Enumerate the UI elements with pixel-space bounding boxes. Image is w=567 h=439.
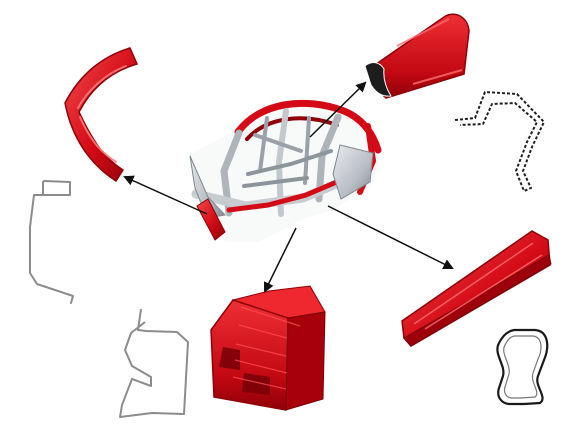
rear-crossmember-part	[364, 13, 470, 99]
crossmember-opening	[364, 62, 392, 97]
sill-profile-outer	[496, 328, 549, 406]
frame-window-cross-2	[242, 149, 333, 188]
arrow-to-side-sill-rail	[327, 205, 454, 269]
arrow-to-bottom-block-part	[263, 227, 297, 293]
arrows	[123, 81, 454, 293]
arrow-to-upper-right-part	[309, 81, 367, 138]
sill-rail-lower	[403, 254, 552, 347]
sill-rail-highlights	[413, 242, 543, 330]
crossmember-highlight	[396, 18, 463, 85]
body-in-white-frame	[189, 99, 382, 242]
side-sill-rail-part	[401, 230, 552, 347]
frame-rear-structure	[332, 144, 374, 200]
curved-rail-shape	[64, 47, 139, 183]
arrow-to-upper-left-part	[123, 175, 208, 215]
frame-floor-red	[226, 172, 356, 213]
roof-side-rail-curved-part	[64, 47, 139, 183]
block-ribs	[232, 306, 301, 390]
sill-profile-inner	[503, 335, 542, 399]
front-red-member	[196, 198, 226, 241]
block-side	[285, 311, 326, 411]
sill-rail-profile	[496, 328, 549, 406]
frame-window-cross-1	[253, 116, 311, 185]
curved-rail-highlight	[77, 65, 127, 163]
floor-member-block-part	[210, 285, 326, 411]
curved-rail-profile	[29, 180, 74, 304]
block-profile	[119, 308, 189, 418]
